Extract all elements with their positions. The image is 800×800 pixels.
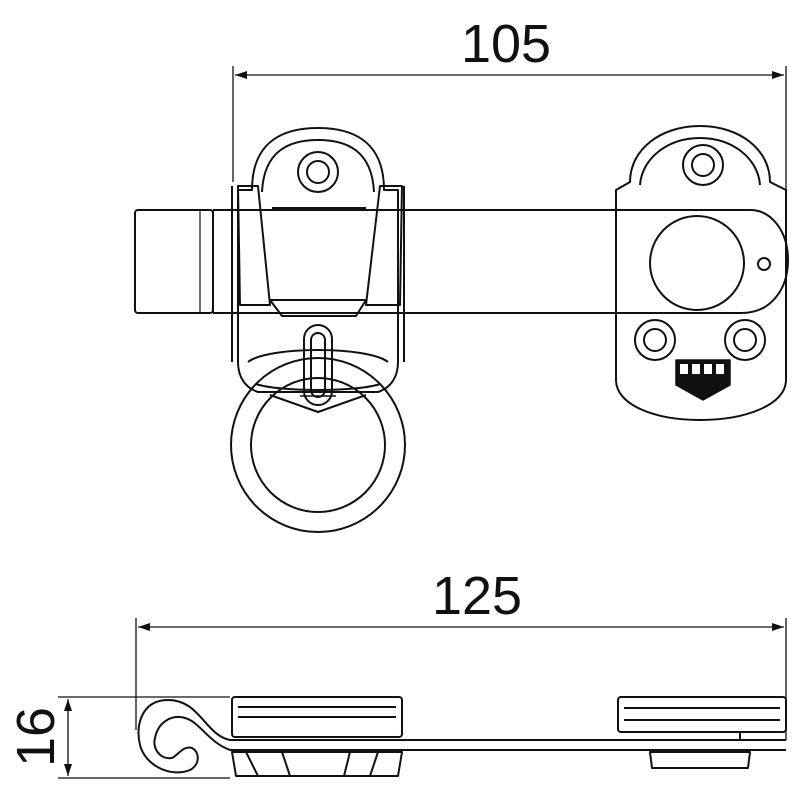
right-bracket-profile [617, 696, 787, 769]
screw-hole-right [724, 319, 766, 361]
left-bracket [231, 127, 405, 393]
screw-hole-inner [306, 160, 330, 184]
dimension-105-label: 105 [461, 14, 551, 74]
side-view: 125 16 [6, 566, 787, 779]
dimension-16: 16 [6, 696, 230, 779]
dimension-125-label: 125 [432, 566, 522, 626]
brand-logo [675, 359, 731, 401]
dimension-16-label: 16 [6, 707, 66, 767]
ring-handle [230, 324, 406, 533]
right-bracket [615, 125, 787, 421]
bolt-knob [649, 215, 745, 311]
dimension-105: 105 [232, 14, 787, 208]
left-bracket-profile [231, 696, 403, 777]
screw-hole-top [682, 144, 724, 186]
bolt-bar [134, 209, 789, 314]
screw-hole [297, 151, 339, 193]
screw-hole-left [634, 319, 676, 361]
top-view: 105 [134, 14, 789, 533]
dimension-125: 125 [135, 566, 787, 740]
hook-profile [137, 699, 231, 774]
